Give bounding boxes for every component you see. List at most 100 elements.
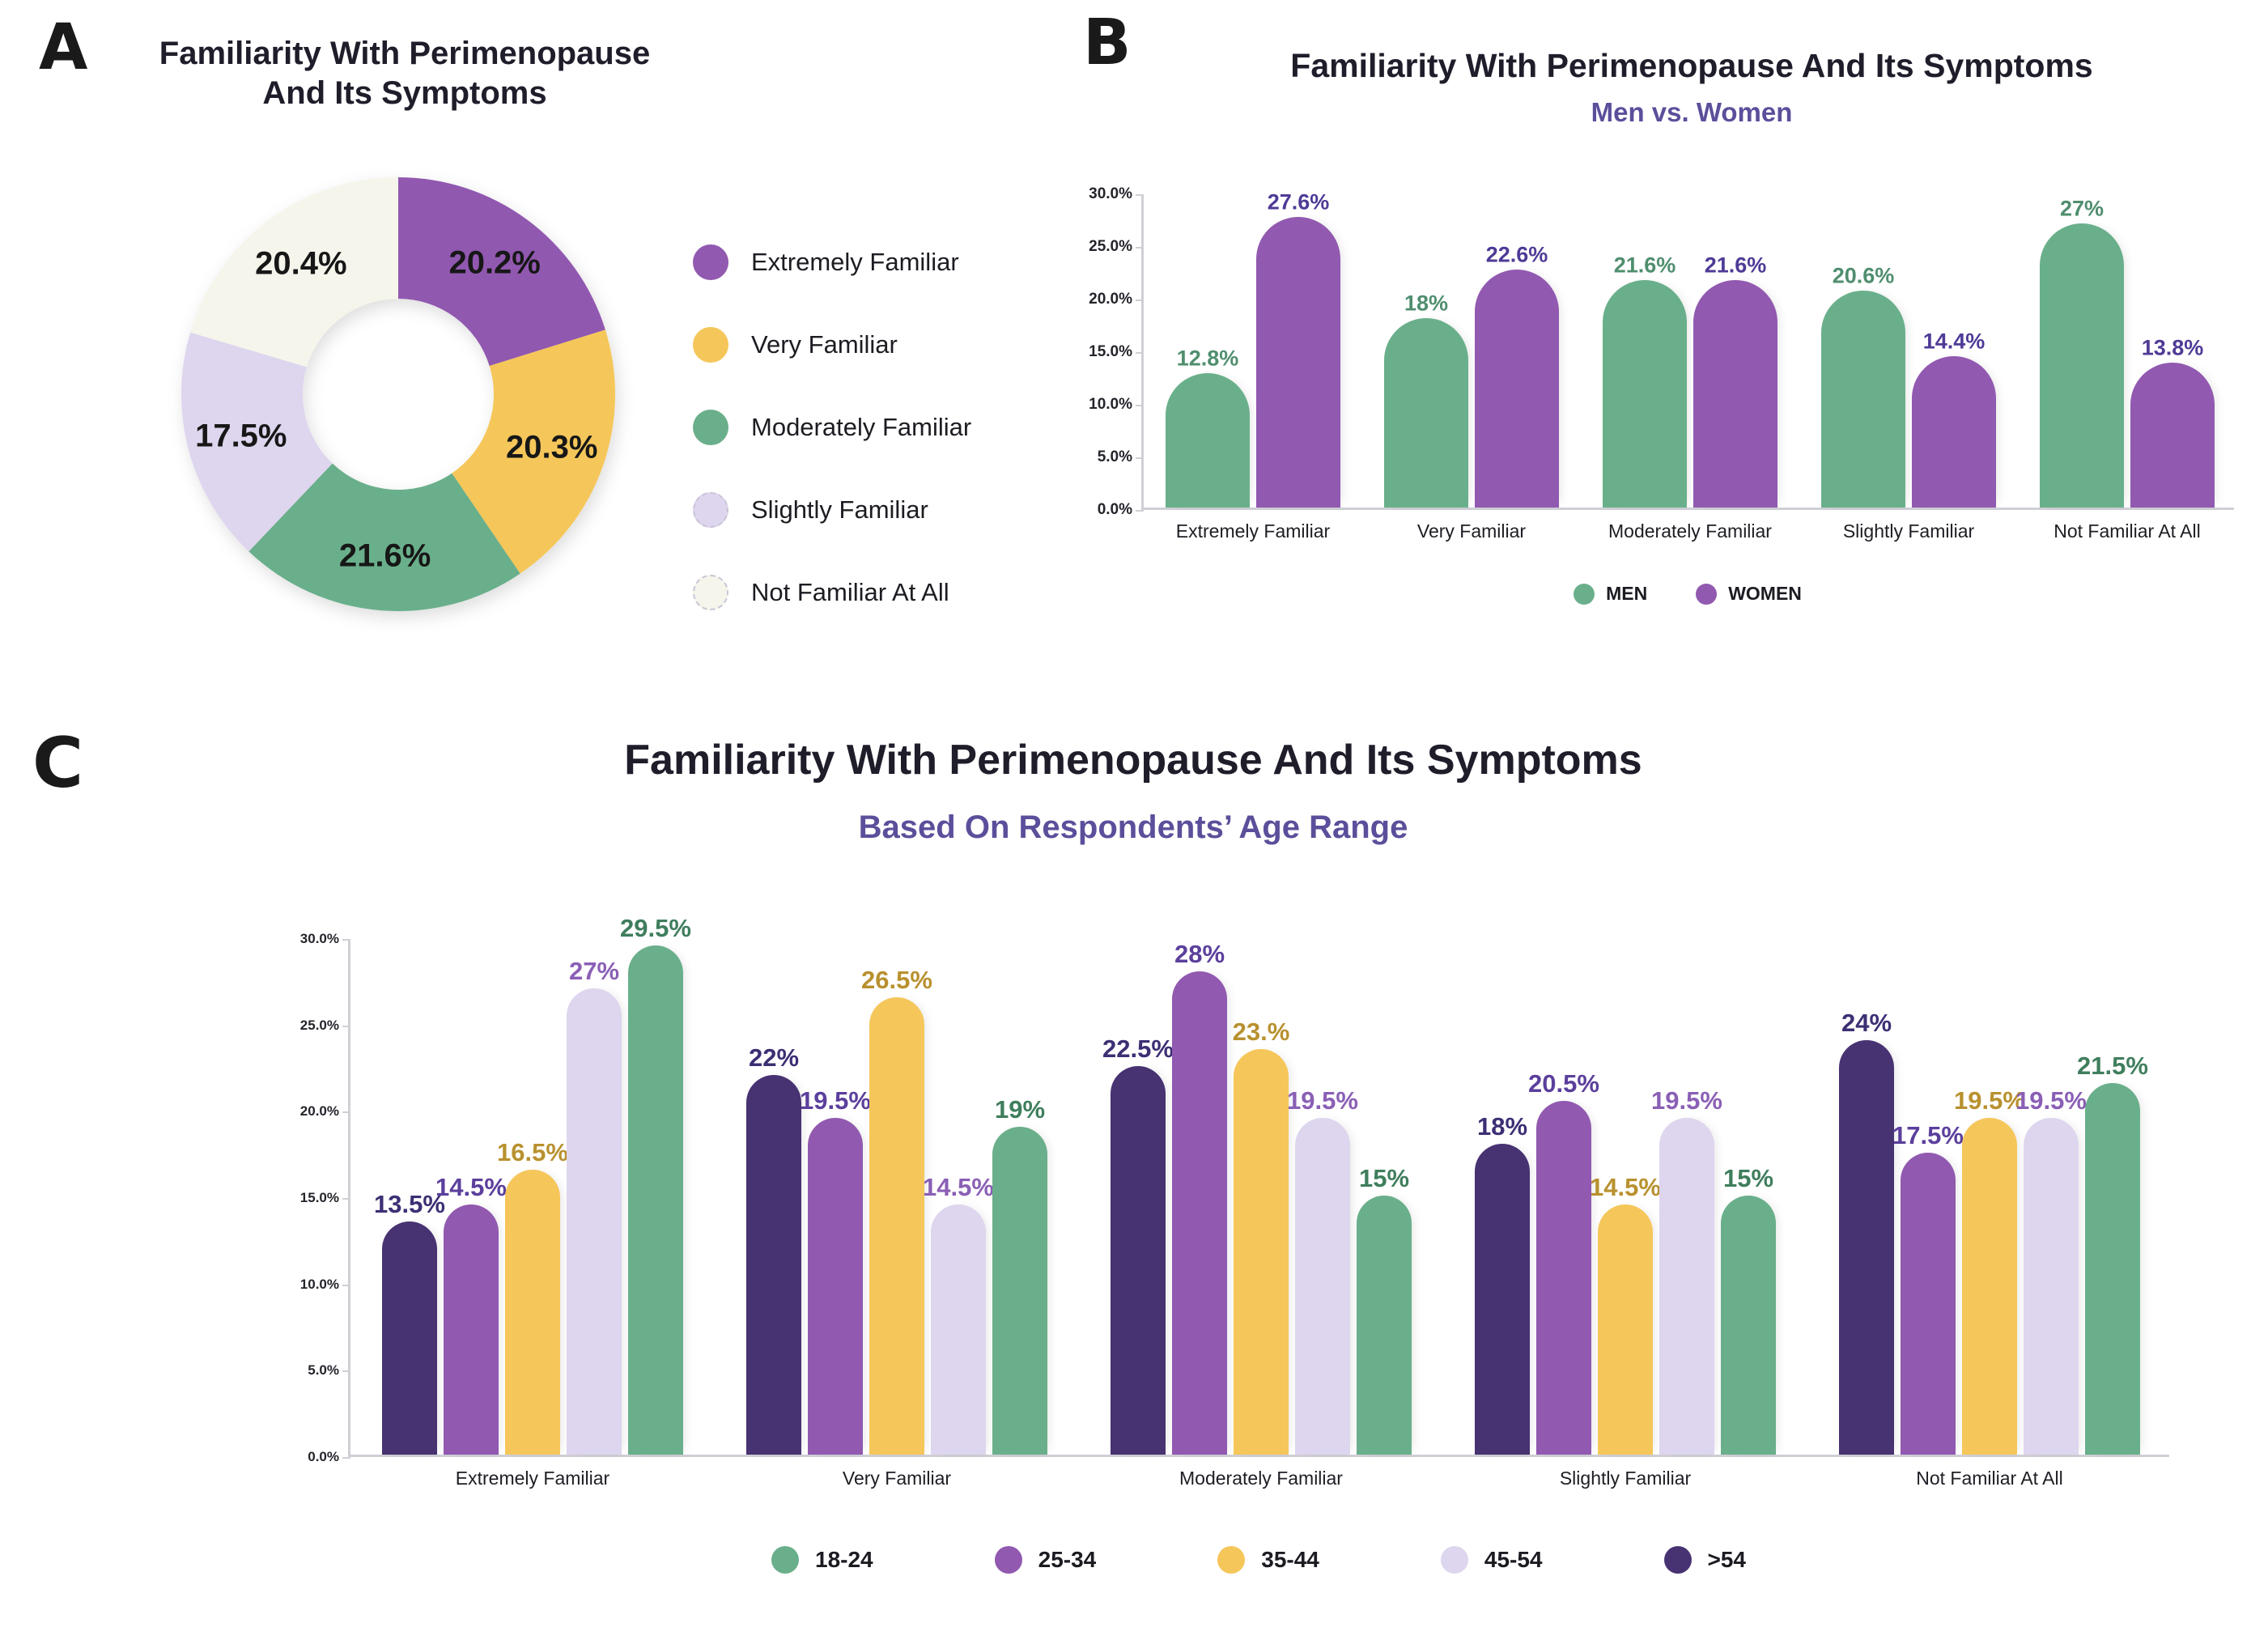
bar[interactable]: 15%: [1357, 1164, 1412, 1455]
x-axis-label: Slightly Familiar: [1559, 1468, 1692, 1489]
x-axis-label: Very Familiar: [842, 1468, 952, 1489]
legend-item-5[interactable]: >54: [1663, 1546, 1747, 1574]
donut-slice[interactable]: [452, 329, 615, 574]
bar-cluster: 24%17.5%19.5%19.5%21.5%Not Familiar At A…: [1807, 937, 2172, 1489]
donut-slice[interactable]: [190, 176, 399, 368]
legend-item-4[interactable]: Slightly Familiar: [693, 482, 1033, 537]
bar[interactable]: 26.5%: [861, 966, 932, 1455]
legend-swatch-icon: [1217, 1546, 1246, 1574]
donut-slice[interactable]: [248, 463, 520, 611]
bar-value-label: 12.8%: [1176, 346, 1239, 371]
legend-item-label: >54: [1707, 1547, 1747, 1572]
bar[interactable]: 15%: [1721, 1164, 1776, 1455]
bar[interactable]: 22.5%: [1102, 1035, 1174, 1455]
panel-c-letter: C: [32, 723, 84, 804]
legend-item-5[interactable]: Not Familiar At All: [693, 565, 1033, 620]
bar[interactable]: 27%: [567, 957, 622, 1455]
bar[interactable]: 28%: [1172, 940, 1227, 1455]
bar[interactable]: 13.5%: [374, 1190, 445, 1455]
plot-area: 0.0%5.0%10.0%15.0%20.0%25.0%30.0%12.8%27…: [1089, 185, 2236, 542]
bar[interactable]: 17.5%: [1892, 1121, 1964, 1455]
legend-item-3[interactable]: Moderately Familiar: [693, 400, 1033, 455]
bar[interactable]: 19.5%: [800, 1086, 871, 1455]
x-axis-label: Not Familiar At All: [2054, 520, 2201, 542]
legend-item-label: 45-54: [1484, 1547, 1543, 1572]
legend-item-4[interactable]: 45-54: [1440, 1546, 1543, 1574]
bar[interactable]: 22.6%: [1475, 243, 1559, 508]
donut-slice-label: 21.6%: [338, 537, 431, 574]
bar[interactable]: 14.5%: [435, 1173, 507, 1455]
y-axis-tick: 0.0%: [308, 1449, 350, 1465]
bar-value-label: 29.5%: [620, 913, 691, 942]
legend-item-3[interactable]: 35-44: [1217, 1546, 1319, 1574]
legend-item-label: Not Familiar At All: [751, 578, 949, 606]
bar[interactable]: 21.6%: [1603, 253, 1687, 508]
bar-value-label: 18%: [1404, 291, 1449, 316]
donut-slice[interactable]: [398, 177, 605, 366]
bar-value-label: 15%: [1722, 1164, 1774, 1193]
bar[interactable]: 24%: [1839, 1009, 1894, 1455]
bar[interactable]: 23.%: [1233, 1018, 1289, 1455]
bar[interactable]: 20.5%: [1528, 1069, 1599, 1455]
bar[interactable]: 19%: [992, 1095, 1047, 1455]
bar-cluster: 20.6%14.4% Slightly Familiar: [1799, 192, 2018, 542]
x-axis-label: Moderately Familiar: [1608, 520, 1772, 542]
legend-item-1[interactable]: MEN: [1574, 583, 1647, 605]
y-axis-tick: 25.0%: [300, 1018, 351, 1034]
legend-item-label: MEN: [1606, 583, 1648, 604]
legend-swatch-icon: [1440, 1546, 1468, 1574]
legend-swatch-icon: [994, 1546, 1022, 1574]
bar-value-label: 23.%: [1232, 1017, 1290, 1046]
donut-slice-label: 20.4%: [255, 245, 347, 282]
bar[interactable]: 14.5%: [923, 1173, 994, 1455]
legend-item-1[interactable]: Extremely Familiar: [693, 235, 1033, 290]
panel-c-subtitle: Based On Respondents’ Age Range: [858, 809, 1408, 845]
bar[interactable]: 22%: [746, 1043, 801, 1455]
legend-item-1[interactable]: 18-24: [771, 1546, 873, 1574]
bar[interactable]: 19.5%: [1954, 1086, 2025, 1455]
bar-cluster: 27% 13.8% Not Familiar At All: [2018, 192, 2236, 542]
bar-value-label: 27%: [2059, 196, 2104, 221]
y-axis-tick: 15.0%: [1089, 343, 1144, 361]
bar[interactable]: 18%: [1384, 291, 1468, 508]
bar[interactable]: 29.5%: [620, 914, 691, 1455]
bar-value-label: 21.6%: [1704, 253, 1767, 278]
bar-value-label: 24%: [1841, 1009, 1892, 1038]
panel-b-title: Familiarity With Perimenopause And Its S…: [1290, 47, 2093, 84]
bar[interactable]: 27.6%: [1256, 190, 1340, 508]
bar-value-label: 22%: [748, 1043, 800, 1072]
legend-swatch-icon: [693, 410, 728, 445]
chart-legend: MEN WOMEN: [1141, 583, 2234, 605]
bar[interactable]: 19.5%: [1651, 1086, 1722, 1455]
bar-cluster: 13.5%14.5%16.5%27%29.5%Extremely Familia…: [350, 914, 715, 1489]
x-axis-label: Slightly Familiar: [1842, 520, 1975, 542]
chart-legend: 18-24 25-34 35-44 45-54 >54: [348, 1546, 2169, 1574]
bar[interactable]: 14.4%: [1912, 329, 1996, 508]
donut-slice[interactable]: [181, 332, 333, 552]
legend-item-label: Slightly Familiar: [751, 495, 928, 524]
bar-value-label: 16.5%: [497, 1138, 568, 1167]
y-axis-tick: 20.0%: [300, 1103, 351, 1120]
legend-swatch-icon: [693, 575, 728, 610]
bar-value-label: 13.5%: [374, 1190, 445, 1219]
bar-value-label: 15%: [1358, 1164, 1410, 1193]
legend-item-2[interactable]: 25-34: [994, 1546, 1096, 1574]
bar[interactable]: 13.8%: [2130, 335, 2215, 508]
bar[interactable]: 18%: [1475, 1112, 1530, 1455]
legend-swatch-icon: [693, 327, 728, 363]
legend-item-2[interactable]: WOMEN: [1696, 583, 1802, 605]
legend-item-2[interactable]: Very Familiar: [693, 317, 1033, 372]
y-axis-tick: 15.0%: [300, 1190, 351, 1206]
y-axis-tick: 25.0%: [1089, 238, 1144, 256]
bar[interactable]: 20.6%: [1821, 264, 1905, 508]
bar[interactable]: 16.5%: [497, 1138, 568, 1455]
bar[interactable]: 21.5%: [2077, 1052, 2148, 1455]
bar[interactable]: 19.5%: [1287, 1086, 1358, 1455]
bar[interactable]: 14.5%: [1590, 1173, 1661, 1455]
bar-cluster: 22.5%28%23.%19.5%15%Moderately Familiar: [1079, 937, 1443, 1489]
bar[interactable]: 12.8%: [1166, 346, 1250, 508]
bar-value-label: 21.5%: [2077, 1052, 2148, 1081]
bar[interactable]: 19.5%: [2015, 1086, 2087, 1455]
bar[interactable]: 21.6%: [1693, 253, 1777, 508]
bar[interactable]: 27%: [2040, 197, 2124, 508]
